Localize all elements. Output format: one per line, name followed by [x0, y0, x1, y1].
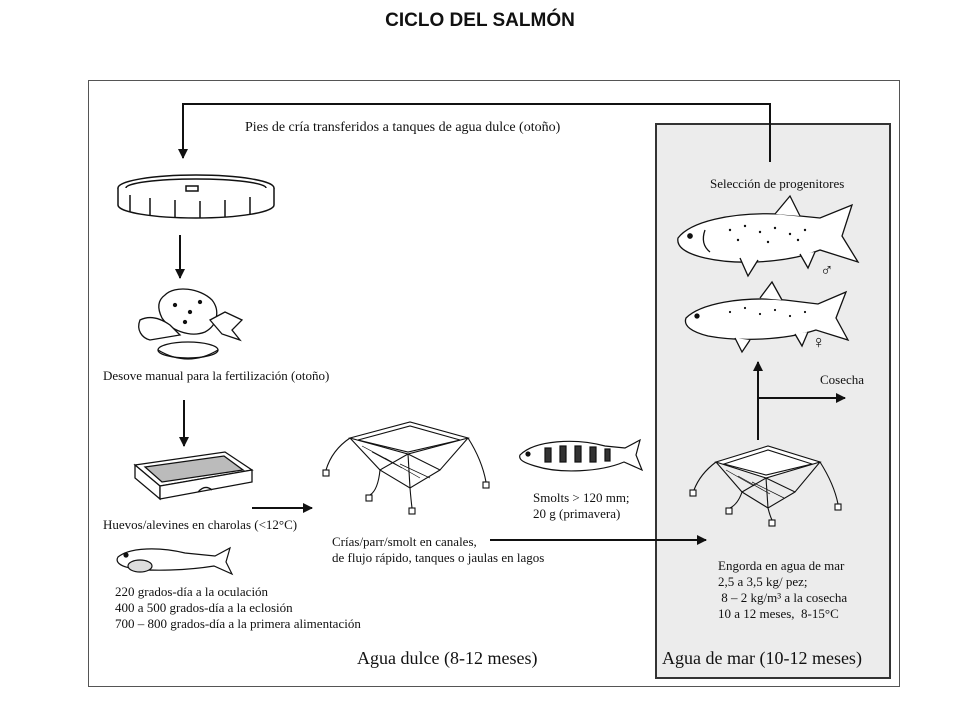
- label-degree-days: 220 grados-día a la oculación 400 a 500 …: [115, 584, 361, 631]
- label-seawater-phase: Agua de mar (10-12 meses): [662, 648, 862, 668]
- sea-net-cage-icon: [689, 445, 842, 527]
- label-grow-out: Engorda en agua de mar 2,5 a 3,5 kg/ pez…: [718, 558, 848, 621]
- female-salmon-icon: [684, 280, 850, 354]
- tank-icon: [117, 174, 275, 219]
- hands-fish-icon: [138, 288, 244, 360]
- smolt-icon: [519, 438, 644, 472]
- label-broodstock-selection: Selección de progenitores: [710, 176, 845, 191]
- label-freshwater-phase: Agua dulce (8-12 meses): [357, 648, 538, 668]
- net-cage-icon: [322, 421, 490, 515]
- male-symbol: ♂: [820, 260, 834, 280]
- female-symbol: ♀: [812, 332, 826, 352]
- label-broodstock-transfer: Pies de cría transferidos a tanques de a…: [245, 120, 561, 135]
- label-stripping: Desove manual para la fertilización (oto…: [103, 368, 330, 383]
- male-salmon-icon: [677, 194, 860, 278]
- egg-tray-icon: [133, 451, 254, 501]
- label-fry-parr: Crías/parr/smolt en canales, de flujo rá…: [332, 534, 545, 565]
- label-smolts: Smolts > 120 mm; 20 g (primavera): [533, 490, 630, 521]
- label-harvest: Cosecha: [820, 372, 865, 387]
- page-title: CICLO DEL SALMÓN: [385, 10, 575, 31]
- alevin-icon: [116, 546, 234, 576]
- label-eggs-trays: Huevos/alevines en charolas (<12°C): [103, 517, 298, 532]
- broodstock-return-arrow: [178, 103, 771, 162]
